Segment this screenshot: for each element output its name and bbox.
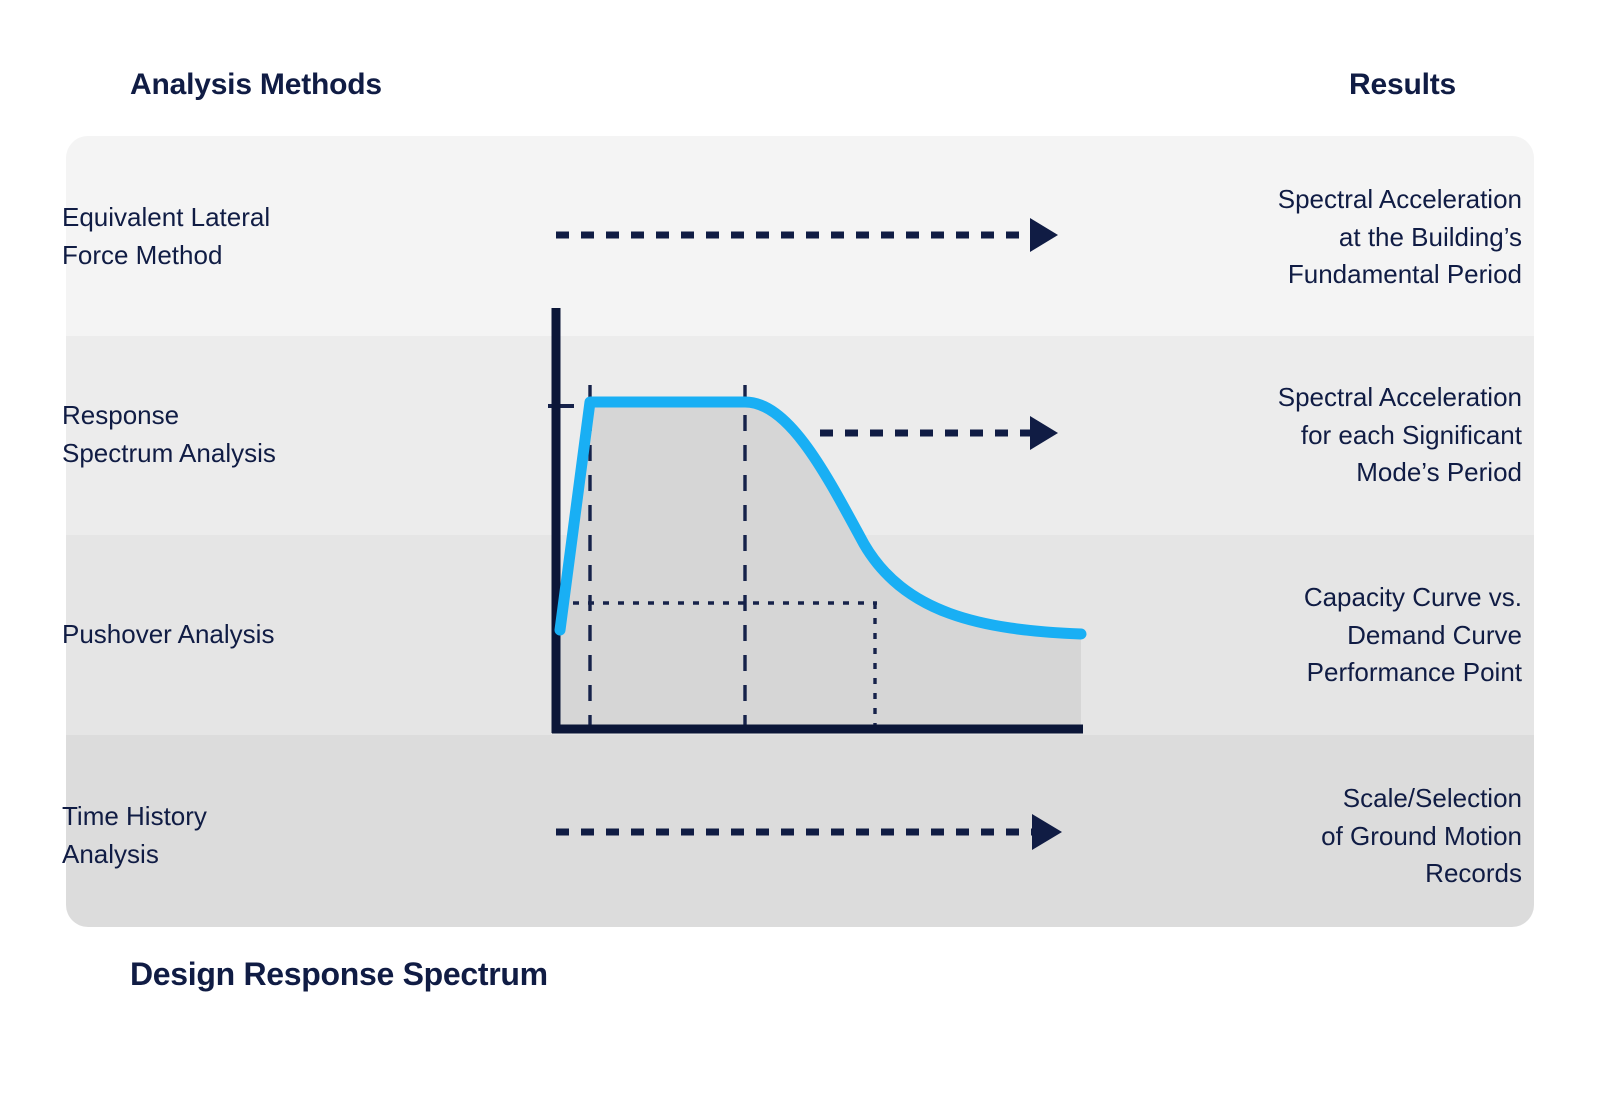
method-line: Force Method <box>62 239 223 270</box>
column-header-results: Results <box>1349 68 1456 101</box>
method-line: Response <box>62 400 180 430</box>
result-line: Mode’s Period <box>1356 457 1522 488</box>
method-line: Equivalent Lateral <box>62 202 271 232</box>
method-label-pushover-analysis: Pushover Analysis <box>62 616 462 654</box>
method-line: Pushover Analysis <box>62 619 275 649</box>
result-label-scale-selection-ground-motion: Scale/Selection of Ground Motion Records <box>1102 780 1522 893</box>
result-line: of Ground Motion <box>1321 820 1522 851</box>
method-label-time-history-analysis: Time History Analysis <box>62 798 462 873</box>
result-line: Scale/Selection <box>1342 783 1522 813</box>
result-line: Spectral Acceleration <box>1277 382 1522 412</box>
method-label-response-spectrum-analysis: Response Spectrum Analysis <box>62 397 462 472</box>
method-line: Analysis <box>62 838 159 869</box>
result-label-spectral-acceleration-modes: Spectral Acceleration for each Significa… <box>1102 379 1522 492</box>
method-label-equivalent-lateral-force: Equivalent Lateral Force Method <box>62 199 462 274</box>
method-line: Time History <box>62 801 207 831</box>
result-line: Capacity Curve vs. <box>1303 582 1522 612</box>
result-line: Demand Curve <box>1347 619 1522 650</box>
chart-caption: Design Response Spectrum <box>130 956 548 992</box>
result-line: for each Significant <box>1300 419 1522 450</box>
result-line: Fundamental Period <box>1287 259 1522 290</box>
result-line: Performance Point <box>1306 657 1522 688</box>
column-header-analysis-methods: Analysis Methods <box>130 68 382 101</box>
result-label-spectral-acceleration-fundamental: Spectral Acceleration at the Building’s … <box>1102 181 1522 294</box>
result-label-capacity-demand-curve: Capacity Curve vs. Demand Curve Performa… <box>1102 579 1522 692</box>
result-line: Records <box>1425 858 1522 889</box>
result-line: at the Building’s <box>1338 221 1522 252</box>
method-line: Spectrum Analysis <box>62 437 276 468</box>
result-line: Spectral Acceleration <box>1277 184 1522 214</box>
